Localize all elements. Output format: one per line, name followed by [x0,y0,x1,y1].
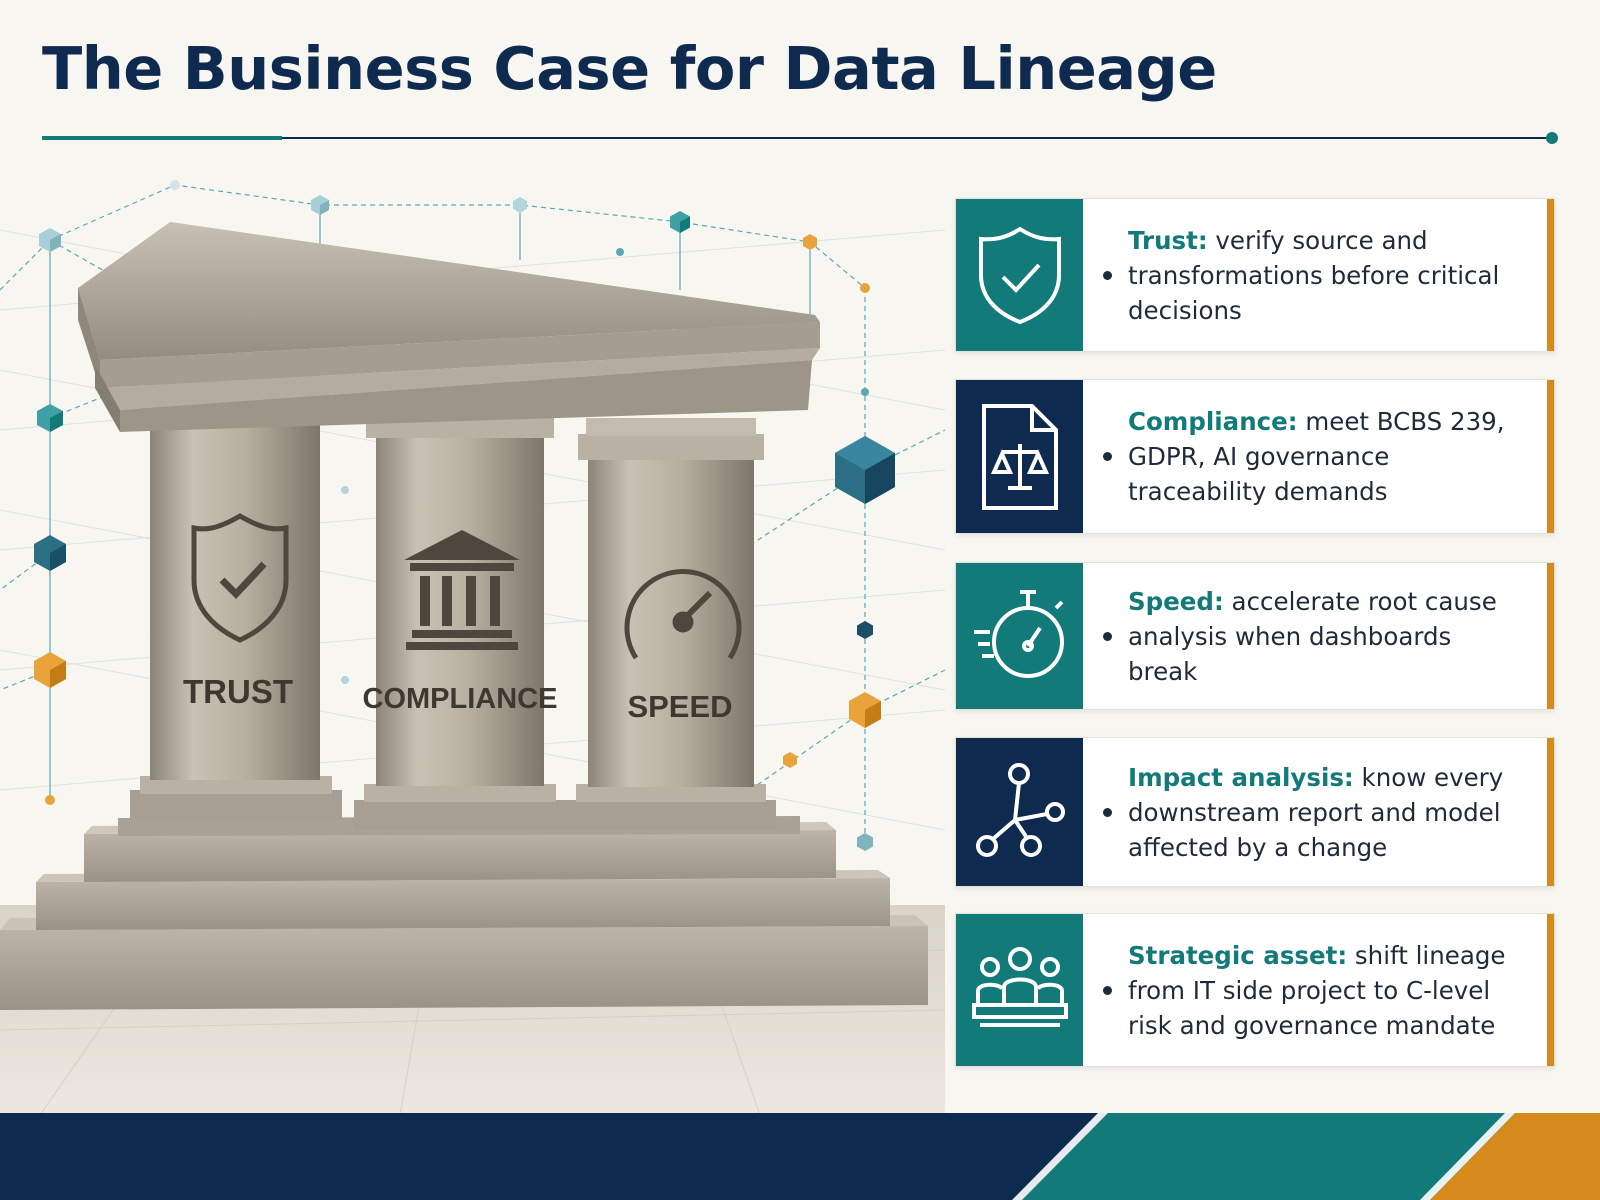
card-trust: Trust: verify source and transformations… [955,198,1555,352]
card-impact-analysis: Impact analysis: know every downstream r… [955,737,1555,887]
card-lead: Impact analysis: [1128,762,1354,792]
pillar-speed [566,418,776,830]
document-scales-icon [981,403,1058,510]
speedometer-engraving-icon [624,569,742,660]
card-lead: Compliance: [1128,407,1298,436]
card-description: meet BCBS 239, GDPR, AI governance trace… [1128,407,1505,506]
pillars-illustration: TRUST COMPLIANCE SPEED [0,180,945,1115]
network-nodes-icon [975,763,1065,857]
card-accent-bar [1547,914,1554,1066]
card-lead: Speed: [1128,586,1224,616]
title-divider-accent [42,136,282,140]
page-title: The Business Case for Data Lineage [42,34,1217,103]
pillar-label-trust: TRUST [183,673,293,710]
card-description: know every downstream report and model a… [1128,762,1504,862]
card-accent-bar [1547,738,1554,886]
pillar-compliance [354,392,566,830]
card-description: verify source and transformations before… [1128,225,1500,325]
card-icon-panel [956,199,1083,351]
title-divider [42,137,1552,139]
pillar-label-speed: SPEED [627,689,732,724]
bullet-icon [1103,807,1112,817]
boardroom-people-icon [971,947,1068,1027]
pillar-label-compliance: COMPLIANCE [363,683,558,715]
card-accent-bar [1547,380,1554,533]
bullet-icon [1103,985,1112,995]
bullet-icon [1103,270,1112,280]
card-accent-bar [1547,563,1554,709]
bullet-icon [1103,452,1112,461]
card-icon-panel [956,914,1083,1066]
bullet-icon [1103,631,1112,641]
card-compliance: Compliance: meet BCBS 239, GDPR, AI gove… [955,379,1555,534]
card-description: shift lineage from IT side project to C-… [1128,940,1506,1040]
card-icon-panel [956,563,1083,709]
card-strategic-asset: Strategic asset: shift lineage from IT s… [955,913,1555,1067]
shield-check-icon [978,226,1061,325]
courthouse-engraving-icon [404,530,520,650]
shield-check-engraving-icon [191,513,289,643]
card-icon-panel [956,380,1083,533]
card-accent-bar [1547,199,1554,351]
card-speed: Speed: accelerate root cause analysis wh… [955,562,1555,710]
stopwatch-icon [973,590,1064,678]
network-cubes [34,180,895,851]
card-lead: Trust: [1128,225,1208,255]
card-lead: Strategic asset: [1128,940,1348,970]
card-icon-panel [956,738,1083,886]
title-divider-dot [1546,132,1558,144]
footer-band [0,1113,1600,1200]
card-description: accelerate root cause analysis when dash… [1128,586,1497,686]
